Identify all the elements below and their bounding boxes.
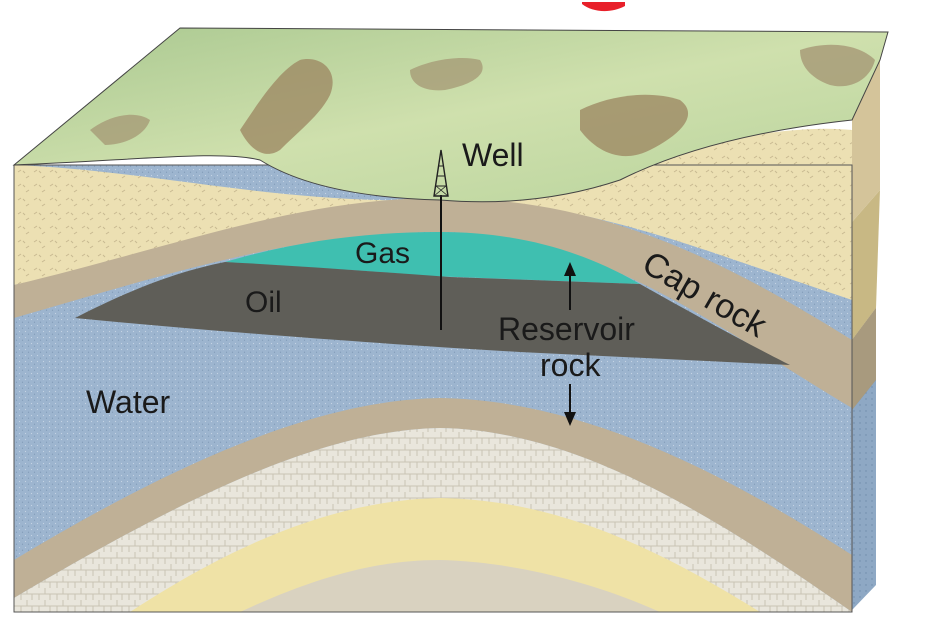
arrow-down-icon [564,412,576,426]
cap-rock-lower-arch [14,398,852,612]
upper-sandstone-layer [14,128,852,300]
label-oil: Oil [245,286,282,319]
label-well: Well [462,137,524,173]
red-marker [582,2,625,12]
ridge-left [240,59,333,154]
label-water: Water [86,384,171,420]
reservoir-thickness-arrows [564,262,576,426]
oil-layer [75,262,790,365]
core-rock-layer [240,560,660,612]
arrow-up-icon [564,262,576,276]
label-gas: Gas [355,237,410,270]
front-face [13,128,853,613]
ridge-center [410,58,483,91]
label-reservoir-line2: rock [540,347,601,383]
derrick-icon [433,149,449,197]
block-side-face [852,60,880,610]
oil-well [433,149,449,330]
ridge-right [580,94,689,157]
ridge-far-left [90,114,150,145]
lower-sandstone-layer [130,498,760,612]
terrain-surface [12,27,889,203]
label-reservoir-line1: Reservoir [498,311,635,347]
ridge-far-right [800,44,875,87]
cap-rock-upper-band [14,198,852,408]
gas-layer [225,232,640,284]
